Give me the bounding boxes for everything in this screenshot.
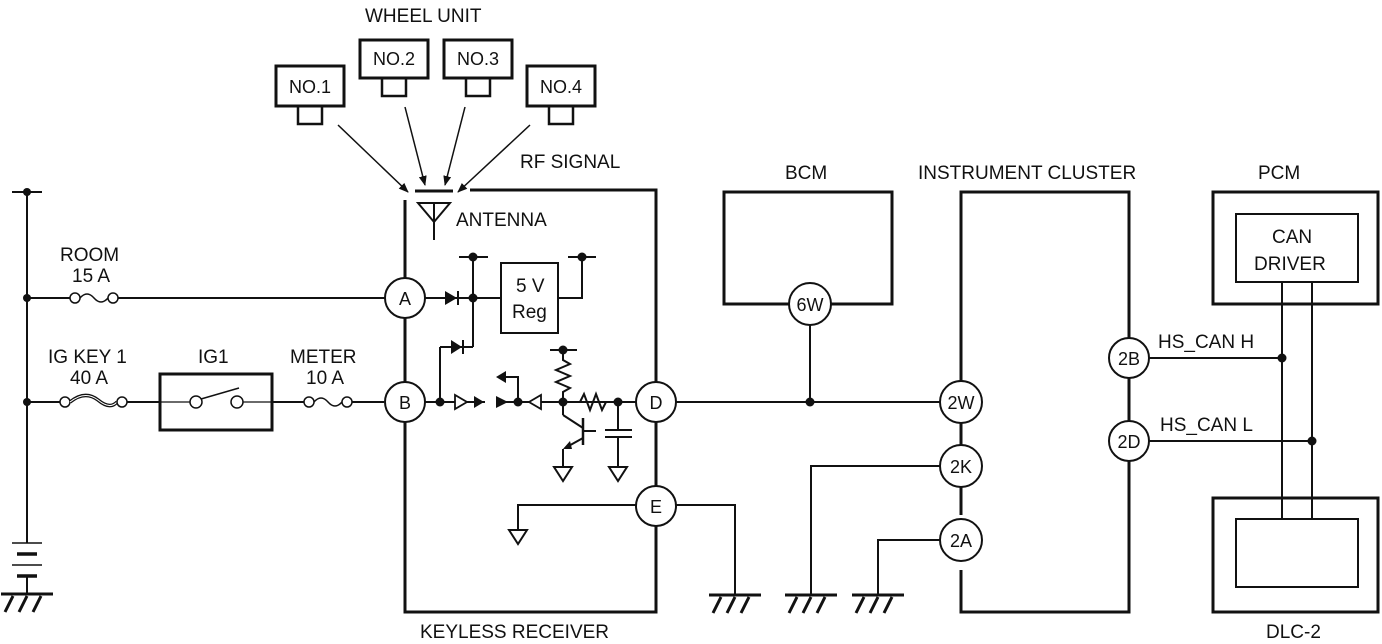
igkey-fuse-rating: 40 A <box>70 368 108 389</box>
wheel-unit-no3: NO.3 <box>442 38 514 98</box>
svg-text:NO.1: NO.1 <box>289 77 331 97</box>
meter-fuse-icon <box>272 396 384 408</box>
svg-text:NO.2: NO.2 <box>373 49 415 69</box>
room-fuse-rating: 15 A <box>72 266 110 287</box>
antenna-label: ANTENNA <box>456 210 547 231</box>
pcm-box <box>1211 190 1380 306</box>
svg-text:NO.4: NO.4 <box>540 77 582 97</box>
rf-signal-label: RF SIGNAL <box>520 152 620 173</box>
svg-text:D: D <box>650 393 663 413</box>
igkey-fuse-name: IG KEY 1 <box>48 347 127 368</box>
svg-text:6W: 6W <box>797 295 824 315</box>
antenna-icon <box>415 202 453 240</box>
room-fuse-icon <box>27 292 388 304</box>
pin-2d: 2D <box>1108 420 1317 462</box>
wheel-unit-no4: NO.4 <box>525 64 597 126</box>
pcm-label: PCM <box>1258 163 1300 184</box>
instrument-cluster-box <box>959 190 1131 614</box>
pin-2a: 2A <box>850 518 983 615</box>
pin-2b: 2B <box>1108 337 1287 379</box>
pin-e: E <box>508 485 763 615</box>
pin-2k: 2K <box>783 444 983 615</box>
svg-text:A: A <box>399 289 411 309</box>
svg-text:NO.3: NO.3 <box>457 49 499 69</box>
pin-b: B <box>384 381 426 423</box>
dlc2-connector <box>1211 496 1380 614</box>
internal-circuit <box>425 252 640 482</box>
can-driver-label-line1: CAN <box>1272 227 1312 248</box>
svg-text:2K: 2K <box>950 457 972 477</box>
meter-fuse-name: METER <box>290 347 357 368</box>
svg-text:2B: 2B <box>1118 349 1140 369</box>
pin-a: A <box>384 277 426 319</box>
room-fuse-name: ROOM <box>60 245 119 266</box>
ig1-switch <box>158 372 274 432</box>
bcm-label: BCM <box>785 163 827 184</box>
keyless-receiver-box <box>403 188 658 614</box>
wheel-unit-no2: NO.2 <box>358 38 430 98</box>
can-bus-lines <box>1281 282 1313 519</box>
rf-signal-arrows <box>337 106 531 193</box>
can-driver-label-line2: DRIVER <box>1254 254 1326 275</box>
svg-text:2D: 2D <box>1117 432 1140 452</box>
svg-text:B: B <box>399 393 411 413</box>
power-rail <box>12 188 42 543</box>
battery-icon <box>0 542 55 614</box>
hs-can-l-label: HS_CAN L <box>1160 415 1253 436</box>
ig1-label: IG1 <box>198 347 229 368</box>
wheel-unit-no1: NO.1 <box>274 64 346 126</box>
keyless-receiver-label: KEYLESS RECEIVER <box>420 622 609 643</box>
meter-fuse-rating: 10 A <box>306 368 344 389</box>
igkey-fuse-icon <box>27 393 160 408</box>
wheel-unit-label: WHEEL UNIT <box>365 6 482 27</box>
ground-icon <box>0 592 55 614</box>
dlc2-label: DLC-2 <box>1266 622 1321 643</box>
hs-can-h-label: HS_CAN H <box>1158 332 1254 353</box>
svg-text:E: E <box>650 497 662 517</box>
svg-text:2A: 2A <box>950 531 972 551</box>
pin-2w: 2W <box>939 380 983 424</box>
regulator-label-line2: Reg <box>512 302 547 323</box>
regulator-label-line1: 5 V <box>516 276 545 297</box>
instrument-cluster-label: INSTRUMENT CLUSTER <box>918 163 1136 184</box>
bcm-box: 6W <box>722 190 894 326</box>
svg-text:2W: 2W <box>948 393 975 413</box>
pin-d: D <box>635 381 677 423</box>
